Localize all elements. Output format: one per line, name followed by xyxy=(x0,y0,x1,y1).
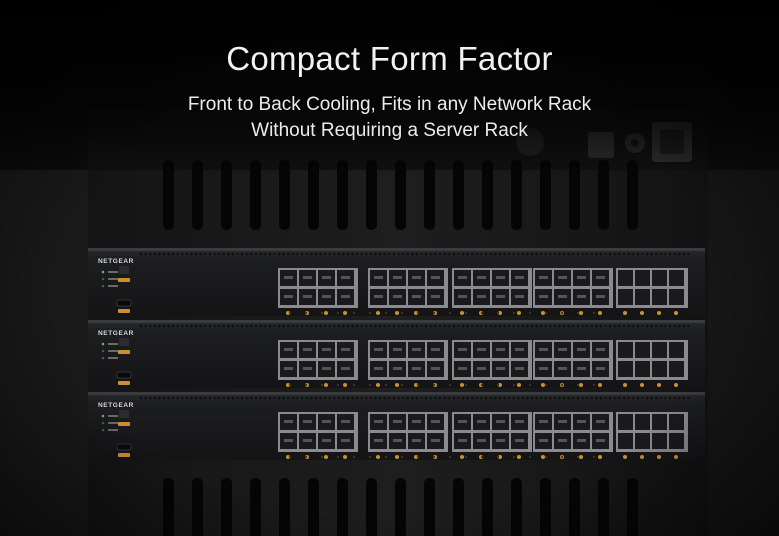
headline-title: Compact Form Factor xyxy=(226,40,553,77)
subtitle-line-2: Without Requiring a Server Rack xyxy=(251,120,528,141)
headline-subtitle: Front to Back Cooling, Fits in any Netwo… xyxy=(0,92,779,144)
subtitle-line-1: Front to Back Cooling, Fits in any Netwo… xyxy=(187,94,592,115)
